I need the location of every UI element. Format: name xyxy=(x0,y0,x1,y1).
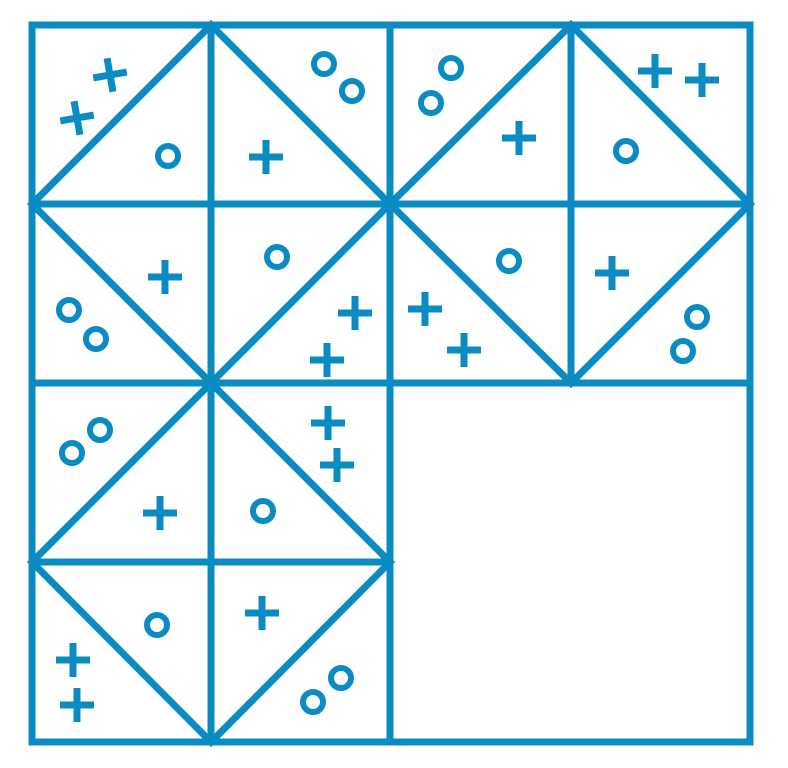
ring-icon xyxy=(300,689,326,715)
plus-icon xyxy=(56,643,90,677)
plus-icon xyxy=(502,121,536,155)
ring-icon xyxy=(418,90,444,116)
ring-icon xyxy=(311,51,337,77)
ring-icon xyxy=(684,304,710,330)
ring-icon xyxy=(83,326,109,352)
ring-icon xyxy=(339,78,365,104)
plus-icon xyxy=(310,343,344,377)
ring-icon xyxy=(438,55,464,81)
diagonal-line xyxy=(206,378,395,567)
ring-icon xyxy=(155,143,181,169)
plus-icon xyxy=(338,296,372,330)
diagonal-line xyxy=(206,557,395,747)
plus-icon xyxy=(320,448,354,482)
diagonal-line xyxy=(385,199,576,388)
diagonal-line xyxy=(385,20,576,209)
ring-icon xyxy=(87,417,113,443)
diagonal-line xyxy=(206,20,395,209)
ring-icon xyxy=(670,338,696,364)
plus-icon xyxy=(311,406,345,440)
ring-icon xyxy=(59,440,85,466)
plus-icon xyxy=(59,100,95,136)
ring-icon xyxy=(250,498,276,524)
ring-icon xyxy=(496,248,522,274)
symbol-marks xyxy=(56,51,719,722)
ring-icon xyxy=(328,665,354,691)
grid-lines xyxy=(27,20,755,747)
ring-icon xyxy=(264,244,290,270)
diagonal-line xyxy=(566,199,755,388)
plus-icon xyxy=(638,54,672,88)
diagonal-line xyxy=(566,20,755,209)
plus-icon xyxy=(148,260,182,294)
plus-icon xyxy=(595,256,629,290)
plus-icon xyxy=(92,57,128,93)
diagonal-line xyxy=(27,557,216,747)
diagonal-line xyxy=(27,378,216,567)
plus-icon xyxy=(245,596,279,630)
ring-icon xyxy=(56,297,82,323)
plus-icon xyxy=(60,688,94,722)
diagonal-line xyxy=(27,20,216,209)
ring-icon xyxy=(613,138,639,164)
plus-icon xyxy=(143,496,177,530)
ring-icon xyxy=(144,612,170,638)
plus-icon xyxy=(249,140,283,174)
plus-icon xyxy=(408,292,442,326)
diagonal-line xyxy=(27,199,216,388)
diagonal-line xyxy=(206,199,395,388)
plus-icon xyxy=(447,333,481,367)
plus-icon xyxy=(685,63,719,97)
